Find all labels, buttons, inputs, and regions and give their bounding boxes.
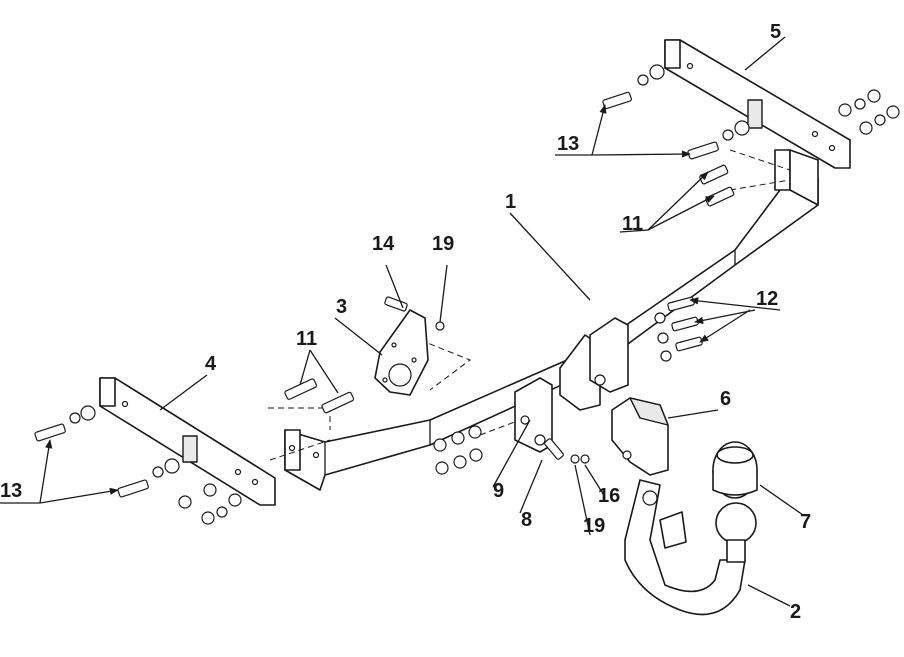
callout-8: 8: [521, 509, 532, 531]
tow-ball-cover: [712, 441, 758, 499]
hitch-mounting-plates: [514, 317, 629, 453]
callout-11-left: 11: [296, 328, 317, 350]
callout-labels: 1 2 3 4 5 6 7 8 9 11 11 12 13 13 14 16 1…: [0, 21, 811, 623]
callout-11-right: 11: [622, 213, 643, 235]
callout-19-top: 19: [432, 233, 454, 255]
fasteners-right: [602, 64, 900, 362]
callout-4: 4: [205, 353, 217, 375]
callout-3: 3: [336, 296, 347, 318]
callout-19-bottom: 19: [583, 515, 605, 537]
callout-14: 14: [372, 233, 395, 255]
side-bracket-left: [99, 377, 276, 506]
leader-lines: [0, 36, 804, 607]
main-crossbeam: [284, 149, 819, 491]
callout-1: 1: [505, 191, 516, 213]
callout-7: 7: [800, 511, 811, 533]
callout-2: 2: [790, 601, 801, 623]
detachable-tow-ball: [624, 479, 757, 616]
callout-5: 5: [770, 21, 781, 43]
fasteners-left: [34, 378, 355, 525]
electrical-socket-housing: [611, 397, 669, 476]
callout-16: 16: [598, 485, 620, 507]
callout-6: 6: [720, 388, 731, 410]
callout-9: 9: [493, 480, 504, 502]
callout-12: 12: [756, 288, 778, 310]
callout-13-left: 13: [0, 480, 22, 502]
fasteners-center: [433, 425, 590, 475]
socket-plate-bracket: [374, 296, 445, 396]
callout-13-right: 13: [557, 133, 579, 155]
side-bracket-right: [664, 39, 851, 169]
